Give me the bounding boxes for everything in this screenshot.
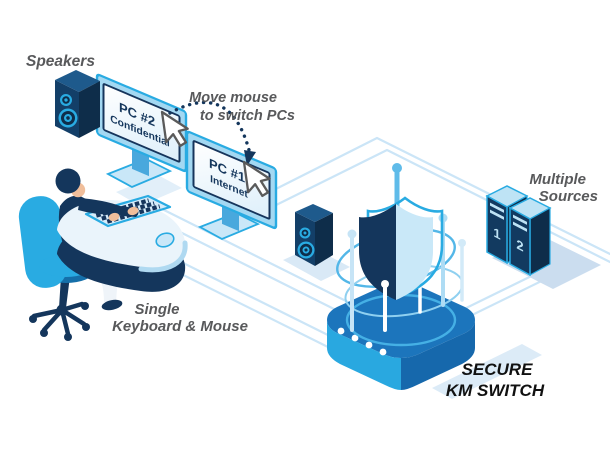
cursor-icon-pc1	[242, 160, 271, 198]
desk	[57, 200, 188, 292]
km-switch-right-face	[401, 320, 475, 390]
speakers-label: Speakers	[26, 53, 95, 70]
cursor-icon-pc2	[160, 110, 189, 148]
shield-icon	[359, 196, 444, 332]
server-group: 1 2	[485, 185, 601, 289]
labels: Speakers Move mouse to switch PCs Single…	[26, 53, 598, 400]
km-switch-left-face	[327, 320, 401, 390]
km-switch-shadow	[432, 344, 542, 399]
shield-left-half	[359, 204, 396, 300]
server-2: 2	[508, 197, 552, 277]
monitor-pc2: PC #2 Confidential	[95, 73, 188, 206]
server-1-number: 1	[493, 224, 500, 243]
arrowhead	[244, 150, 256, 166]
person-hair	[55, 168, 81, 194]
mouse-switch-gesture	[160, 100, 271, 198]
monitor-pc2-shadow	[116, 175, 182, 206]
office-chair	[18, 196, 93, 341]
monitor-pc2-stand-neck	[132, 148, 149, 177]
monitor-pc1: PC #1 Internet	[185, 130, 278, 240]
user-at-desk	[18, 168, 188, 341]
server-2-number: 2	[516, 236, 523, 255]
monitor-pc1-screen	[192, 140, 271, 220]
mouse	[155, 232, 175, 248]
move-mouse-label-line2: to switch PCs	[200, 108, 295, 124]
shield-right-half	[396, 204, 433, 300]
move-mouse-label-line1: Move mouse	[189, 90, 277, 106]
km-switch-device	[327, 163, 542, 399]
person-arms	[78, 198, 139, 222]
single-kb-label-line2: Keyboard & Mouse	[112, 318, 248, 335]
multiple-sources-label-line2: Sources	[539, 188, 598, 205]
single-kb-label-line1: Single	[134, 301, 179, 318]
secure-km-switch-label-line1: SECURE	[462, 360, 534, 379]
speaker-center-icon	[283, 204, 350, 281]
dotted-arc	[168, 100, 251, 152]
person-shoe	[101, 299, 123, 311]
multiple-sources-label-line1: Multiple	[529, 171, 586, 188]
secure-km-switch-label-line2: KM SWITCH	[446, 381, 545, 400]
speaker-left-icon	[55, 70, 100, 138]
